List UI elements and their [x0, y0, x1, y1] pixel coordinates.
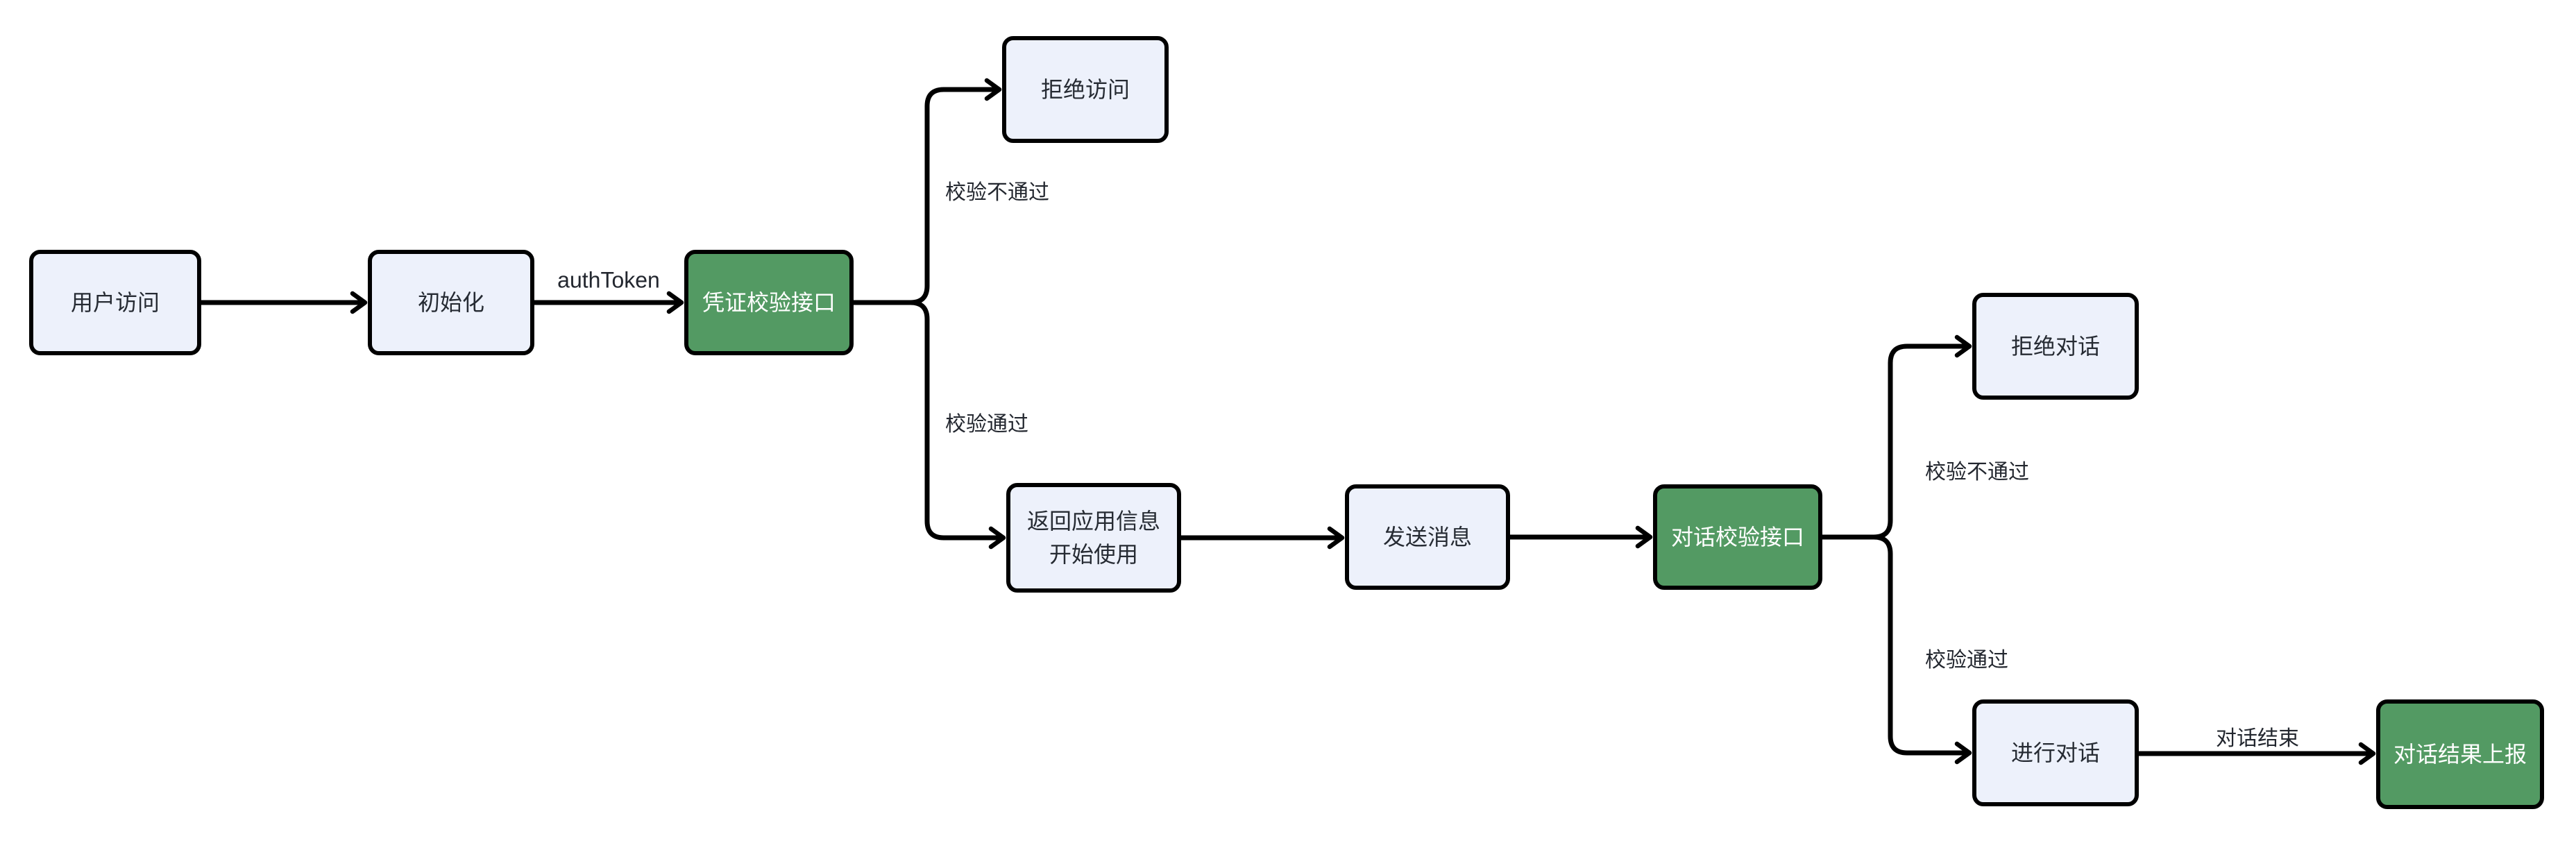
node-send-msg: 发送消息	[1345, 484, 1510, 590]
node-user-access: 用户访问	[29, 250, 201, 355]
node-init: 初始化	[368, 250, 534, 355]
edge-auth-api-to-return-info	[854, 300, 1006, 550]
node-return-info: 返回应用信息 开始使用	[1006, 483, 1181, 593]
edge-label-chat-end: 对话结束	[2216, 727, 2299, 750]
node-deny-access: 拒绝访问	[1002, 36, 1169, 143]
edge-label-auth-token: authToken	[557, 267, 660, 293]
edge-chat-api-to-deny-chat	[1822, 334, 1972, 540]
edge-label-chat-pass: 校验通过	[1925, 649, 2008, 672]
edge-label-auth-fail: 校验不通过	[945, 181, 1049, 204]
node-report: 对话结果上报	[2376, 699, 2544, 809]
edge-label-auth-pass: 校验通过	[945, 413, 1028, 436]
edge-chat-api-to-do-chat	[1822, 534, 1972, 765]
node-chat-api: 对话校验接口	[1653, 484, 1822, 590]
node-deny-chat: 拒绝对话	[1972, 293, 2139, 400]
node-auth-api: 凭证校验接口	[684, 250, 854, 355]
node-do-chat: 进行对话	[1972, 699, 2139, 806]
edge-label-chat-fail: 校验不通过	[1925, 461, 2029, 484]
